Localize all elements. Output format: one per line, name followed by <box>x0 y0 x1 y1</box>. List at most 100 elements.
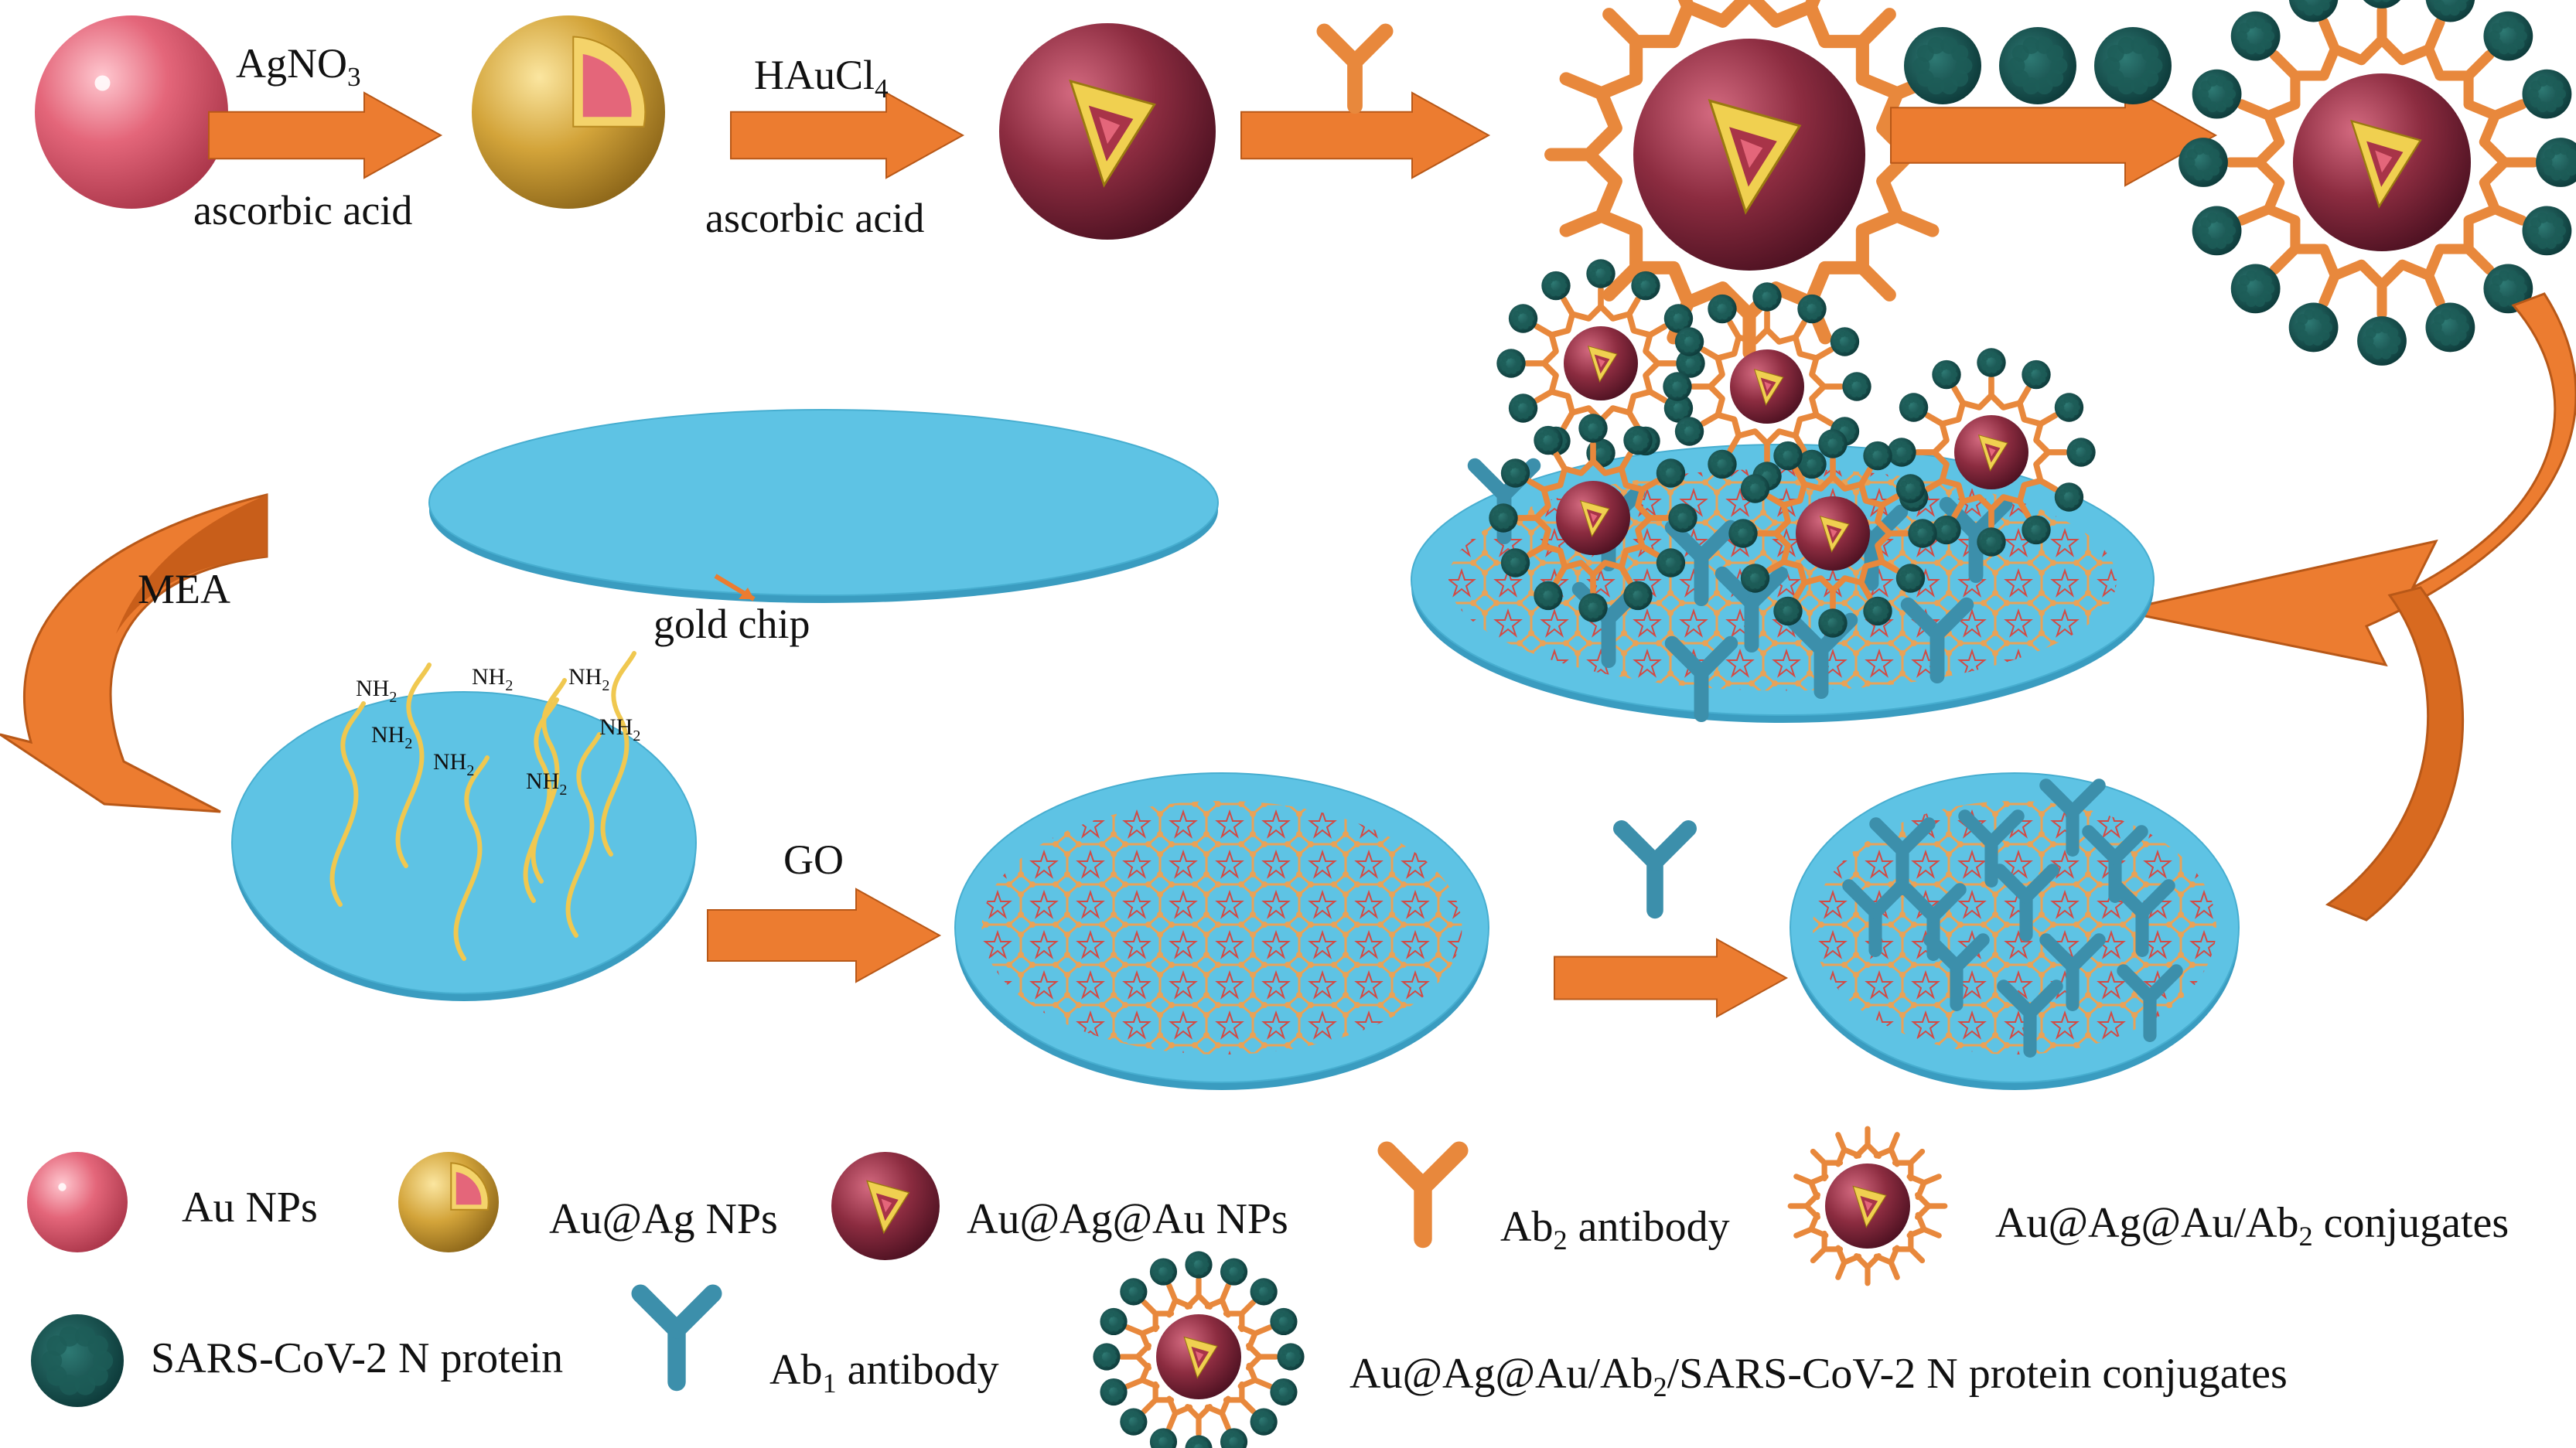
ab2-antibody <box>1892 1230 1926 1264</box>
sars-cov-2-n-protein <box>1578 593 1608 622</box>
sars-cov-2-n-protein <box>1270 1378 1298 1406</box>
ab2-antibody <box>1643 348 1678 379</box>
legend-au-ag-au-nps: Au@Ag@Au NPs <box>967 1195 1288 1243</box>
ab2-antibody <box>1752 309 1783 345</box>
ab2-antibody <box>2021 462 2059 492</box>
ab2-antibody <box>2001 385 2032 423</box>
sars-cov-2-n-protein <box>1887 438 1916 467</box>
ab2-antibody <box>1835 1245 1862 1280</box>
ab2-antibody <box>2356 259 2407 319</box>
ab2-antibody <box>1553 547 1584 585</box>
ab2-antibody <box>1793 1174 1829 1201</box>
sars-cov-2-n-protein <box>1895 564 1926 593</box>
label-ascorbic-1: ascorbic acid <box>193 187 412 233</box>
ab2-antibody <box>2356 5 2407 66</box>
ab1-antibody-bound <box>2039 933 2106 1011</box>
nh2-label: NH2 <box>371 722 412 752</box>
ab2-antibody <box>2021 412 2059 443</box>
legend-protein-icon <box>31 1314 124 1407</box>
sars-cov-2-n-protein <box>1578 414 1608 443</box>
legend-ab2-antibody: Ab2 antibody <box>1500 1203 1730 1256</box>
ab2-antibody <box>1516 503 1551 533</box>
legend-au-ag-au-ab2-icon <box>1787 1126 1948 1286</box>
ab2-antibody <box>1796 396 1834 427</box>
ab2-antibody <box>1835 1132 1862 1167</box>
ab2-antibody <box>1166 1283 1193 1318</box>
sars-cov-2-n-protein <box>1496 349 1526 378</box>
legend-full-conjugate-icon <box>1093 1251 1305 1448</box>
sars-cov-2-n-protein <box>2288 0 2339 22</box>
full-conjugate <box>2179 0 2576 366</box>
sars-cov-2-n-protein <box>2522 69 2572 119</box>
nh2-label: NH2 <box>568 664 609 694</box>
sars-cov-2-n-protein <box>1220 1258 1248 1286</box>
ab2-antibody <box>2237 99 2301 147</box>
ab2-antibody <box>1602 451 1633 489</box>
ab2-antibody <box>1534 373 1571 404</box>
ab1-antibody-bound <box>2109 879 2175 957</box>
legend-ab1-icon <box>631 1284 722 1392</box>
ab2-antibody <box>2434 215 2495 275</box>
sars-cov-2-n-protein <box>1631 271 1660 301</box>
ab2-antibody-reagent <box>1316 23 1394 114</box>
ab1-antibody-bound <box>2039 779 2106 857</box>
sars-cov-2-n-protein <box>1708 294 1737 324</box>
sars-cov-2-n-protein <box>1663 372 1692 401</box>
sars-cov-2-n-protein <box>1668 503 1697 533</box>
ab2-antibody <box>2434 49 2495 110</box>
sars-cov-2-n-protein <box>1489 503 1518 533</box>
sars-cov-2-n-protein <box>1842 372 1871 401</box>
sars-cov-2-n-protein <box>1752 282 1782 312</box>
sars-cov-2-n-protein <box>2522 206 2572 256</box>
ab2-antibody <box>1873 1132 1900 1167</box>
sars-cov-2-n-protein <box>1534 425 1563 455</box>
ab2-antibody <box>1906 1174 1942 1201</box>
ab2-antibody <box>1553 451 1584 489</box>
ab2-antibody <box>1793 563 1824 601</box>
nh2-label: NH2 <box>356 676 397 706</box>
ab2-antibody <box>1924 412 1962 443</box>
ab2-antibody <box>1776 416 1807 454</box>
ab1-antibody-bound <box>1714 566 1789 653</box>
sars-cov-2-n-protein <box>1149 1428 1178 1448</box>
sars-cov-2-n-protein <box>1818 608 1848 638</box>
au-ag-au-core <box>1156 1314 1241 1399</box>
ab2-antibody <box>1976 494 2007 530</box>
au-ag-au-core <box>1730 349 1804 424</box>
legend-ab2-icon <box>1377 1141 1469 1249</box>
au-ag-au-ab2-conjugate <box>1544 0 1954 359</box>
ab2-antibody <box>1245 1342 1279 1371</box>
ab2-antibody <box>1873 1245 1900 1280</box>
ab1-antibody-bound <box>1664 520 1738 607</box>
thiol-chains <box>329 651 636 961</box>
arrow-haucl4 <box>730 91 965 179</box>
ab2-antibody <box>1622 527 1660 558</box>
sars-cov-2-n-protein <box>2483 11 2533 61</box>
sars-cov-2-n-protein <box>1270 1307 1298 1336</box>
sars-cov-2-n-protein <box>2022 515 2051 545</box>
au-np-sphere <box>35 15 228 209</box>
ab2-antibody <box>1810 1148 1844 1182</box>
ab2-antibody <box>1818 8 1896 86</box>
captured-conjugate <box>1728 429 1937 638</box>
ab2-antibody <box>2463 99 2527 147</box>
ab2-antibody <box>1976 375 2007 411</box>
ab2-antibody <box>1951 482 1982 520</box>
legend-au-ag-np-icon <box>398 1152 499 1252</box>
legend-ab1-antibody: Ab1 antibody <box>769 1346 999 1399</box>
label-haucl4: HAuCl4 <box>754 52 889 104</box>
captured-conjugate <box>1663 282 1871 491</box>
ab2-antibody <box>1906 1211 1942 1238</box>
ab2-antibody <box>1585 286 1616 322</box>
label-gold-chip: gold chip <box>653 601 810 647</box>
ab2-antibody <box>1184 1276 1213 1310</box>
sars-cov-2-n-protein <box>2536 138 2576 187</box>
ab1-antibody-bound <box>1958 809 2025 888</box>
ab2-antibody <box>1526 478 1564 509</box>
sars-cov-2-n-protein <box>1500 548 1530 577</box>
ab2-antibody <box>1578 560 1609 595</box>
ab2-antibody <box>1817 575 1848 611</box>
sars-cov-2-n-protein <box>1728 519 1758 548</box>
gold-chip-pointer <box>714 574 756 601</box>
